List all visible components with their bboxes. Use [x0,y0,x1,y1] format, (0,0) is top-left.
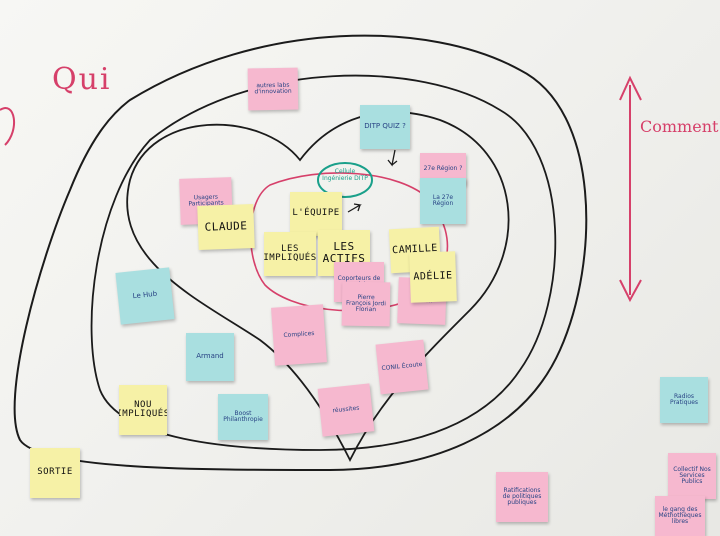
note-text: Complices [283,329,315,339]
outer-circle [13,34,588,472]
note-text: DITP QUIZ ? [364,122,406,131]
note-adelie[interactable]: ADÉLIE [409,251,457,303]
note-text: Collectif Nos Services Publics [673,465,711,486]
heart-shape [126,111,510,463]
note-le-hub[interactable]: Le Hub [115,267,175,325]
note-text: ADÉLIE [413,270,453,283]
note-text: Le Hub [132,290,158,301]
note-text: Boost Philanthropie [223,409,263,423]
note-text: le gang des Méthothèques libres [658,505,702,526]
note-equipe[interactable]: L'ÉQUIPE [290,192,342,236]
note-le-gang[interactable]: le gang des Méthothèques libres [655,496,705,536]
note-text: réussites [332,404,360,415]
note-armand[interactable]: Armand [186,333,234,381]
note-text: autres labs d'innovation [254,81,292,96]
ditp-bubble [317,162,373,198]
note-reussites[interactable]: réussites [317,383,375,437]
note-la-27e[interactable]: La 27e Région [420,178,466,224]
note-radio[interactable]: Radios Pratiques [660,377,708,423]
note-text: Ratifications de politiques publiques [502,486,542,507]
note-text: Pierre François Jordi Florian [345,293,387,314]
note-text: LES IMPLIQUÉS [264,243,316,263]
bubble-label: Cellule Ingénierie DITP [322,168,368,182]
note-text: LES ACTIFS [322,240,366,265]
right-word: Comment [640,117,719,136]
note-text: Radios Pratiques [669,392,699,406]
left-red-mark [0,107,16,146]
note-nou-impliques[interactable]: NOU IMPLIQUÉS [119,385,167,435]
note-text: CONIL Écoute [381,360,423,372]
note-collectif[interactable]: Collectif Nos Services Publics [668,453,716,499]
note-claude[interactable]: CLAUDE [197,204,255,250]
note-sortie[interactable]: SORTIE [30,448,80,498]
note-ratification[interactable]: Ratifications de politiques publiques [496,472,548,522]
note-text: SORTIE [37,467,73,478]
middle-circle [90,74,557,451]
note-boost[interactable]: Boost Philanthropie [218,394,268,440]
note-les-impliques[interactable]: LES IMPLIQUÉS [264,232,316,276]
bubble-arrow [347,203,362,213]
note-text: 27e Région ? [423,164,463,172]
note-pierre[interactable]: Pierre François Jordi Florian [341,281,391,327]
note-text: CLAUDE [204,219,248,234]
note-complices[interactable]: Complices [271,304,327,366]
right-double-arrow [619,75,642,303]
note-text: La 27e Région [432,193,454,207]
board-title: Qui [52,62,112,97]
note-text: L'ÉQUIPE [292,208,340,219]
note-conil[interactable]: CONIL Écoute [375,339,429,395]
ditp-arrow [387,149,398,167]
note-ditp-quiz[interactable]: DITP QUIZ ? [360,105,410,149]
note-text: Armand [196,352,224,361]
note-autres-labs[interactable]: autres labs d'innovation [247,67,299,111]
note-text: NOU IMPLIQUÉS [119,399,167,419]
